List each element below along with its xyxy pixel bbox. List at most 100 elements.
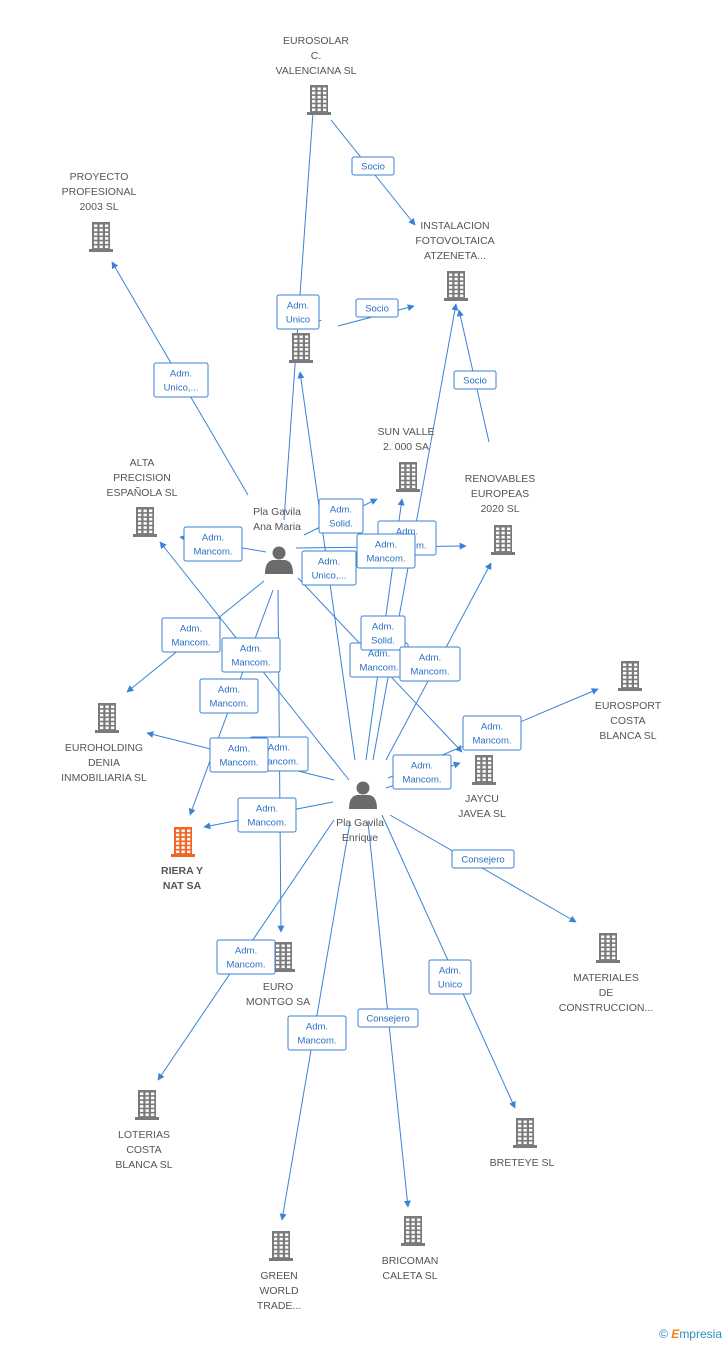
edge-label-ana-to-sunvalle[interactable]: Adm. Solid. — [318, 498, 364, 534]
edge-label-renovables-to-instalacion[interactable]: Socio — [453, 370, 497, 390]
node-sunvalle[interactable]: SUN VALLE 2. 000 SA — [378, 426, 435, 492]
node-label-line: RIERA Y — [161, 865, 203, 877]
edge-label-line: Adm. — [396, 527, 418, 538]
edge-label-enrique-to-jaycu[interactable]: Adm.Mancom. — [392, 754, 452, 790]
edge-label-line: Adm. — [318, 557, 340, 568]
node-label-line: BLANCA SL — [599, 730, 656, 742]
edge-label-enrique-to-green[interactable]: Adm.Mancom. — [287, 1015, 347, 1051]
edge-label-ana-to-euroholding[interactable]: Adm.Mancom. — [161, 617, 221, 653]
node-label-line: BRETEYE SL — [490, 1157, 555, 1169]
edge-label-solpropia-to-instalacion[interactable]: Socio — [355, 298, 399, 318]
edge-label-line: Unico — [286, 315, 310, 326]
edge-label-enrique-to-renovables[interactable]: Adm.Mancom. — [399, 646, 461, 682]
edge-label-enrique-to-loterias[interactable]: Adm.Mancom. — [216, 939, 276, 975]
edge-label-line: Mancom. — [219, 758, 258, 769]
node-label-line: COSTA — [610, 715, 645, 727]
brand-initial: E — [671, 1327, 680, 1341]
node-label-line: FOTOVOLTAICA — [415, 235, 494, 247]
edge-label-line: Adm. — [419, 653, 441, 664]
node-instalacion[interactable]: INSTALACIONFOTOVOLTAICAATZENETA... — [415, 220, 495, 301]
node-label-line: BRICOMAN — [382, 1255, 439, 1267]
node-label-line: EUROPEAS — [471, 488, 529, 500]
building-icon — [401, 1216, 425, 1246]
edge-label-ana-to-proyecto[interactable]: Adm. Unico,... — [153, 362, 209, 398]
node-breteye[interactable]: BRETEYE SL — [490, 1118, 555, 1169]
node-bricoman[interactable]: BRICOMAN CALETA SL — [382, 1216, 439, 1282]
node-label-line: ALTA — [130, 457, 155, 469]
edge-label-enrique-to-eurosport[interactable]: Adm.Mancom. — [462, 715, 522, 751]
node-label-line: 2. 000 SA — [383, 441, 429, 453]
node-green[interactable]: GREENWORLDTRADE... — [257, 1231, 301, 1312]
edge-label-line: Adm. — [268, 743, 290, 754]
edge-label-line: Adm. — [170, 369, 192, 380]
building-icon — [444, 271, 468, 301]
edge-label-line: Adm. — [235, 946, 257, 957]
edge-label-ana-to-riera[interactable]: Adm.Mancom. — [221, 637, 281, 673]
node-label-line: BLANCA SL — [115, 1159, 172, 1171]
node-label-line: GREEN — [260, 1270, 297, 1282]
edge-label-line: Adm. — [202, 533, 224, 544]
edge-label-line: Adm. — [411, 761, 433, 772]
edge-label-box — [356, 533, 416, 569]
edge-label-line: Adm. — [287, 301, 309, 312]
edge-label-box — [392, 754, 452, 790]
building-icon — [491, 525, 515, 555]
edge-label-box — [183, 526, 243, 562]
node-materiales[interactable]: MATERIALESDECONSTRUCCION... — [559, 933, 654, 1014]
building-icon — [596, 933, 620, 963]
edge-label-line: Mancom. — [472, 736, 511, 747]
edge-label-enrique-to-alta[interactable]: Adm.Mancom. — [199, 678, 259, 714]
node-label-line: LOTERIAS — [118, 1129, 170, 1141]
edge-label-box — [462, 715, 522, 751]
node-label-line: RENOVABLES — [465, 473, 535, 485]
edge-label-line: Adm. — [218, 685, 240, 696]
edge-label-line: Socio — [463, 376, 487, 387]
edge-label-enrique-to-bricoman[interactable]: Consejero — [357, 1008, 419, 1028]
edge-label-enrique-to-instalacion[interactable]: Adm.Mancom. — [356, 533, 416, 569]
edge-label-line: Consejero — [366, 1014, 409, 1025]
node-loterias[interactable]: LOTERIAS COSTA BLANCA SL — [115, 1090, 173, 1171]
node-label-line: SUN VALLE — [378, 426, 435, 438]
edge-label-eurosolar-to-instalacion[interactable]: Socio — [351, 156, 395, 176]
edge-label-enrique-to-solpropia[interactable]: Adm.Unico,... — [301, 550, 357, 586]
edge-label-ana-to-alta[interactable]: Adm.Mancom. — [183, 526, 243, 562]
node-label-line: EURO — [263, 981, 293, 993]
edge-label-line: Mancom. — [297, 1036, 336, 1047]
edge-label-enrique-to-breteye[interactable]: Adm.Unico — [428, 959, 472, 995]
node-label-line: 2003 SL — [79, 201, 118, 213]
edge-label-line: Solid. — [329, 519, 353, 530]
edge-label-line: Mancom. — [171, 638, 210, 649]
edge-label-line: Adm. — [330, 505, 352, 516]
edge-label-ana-to-eurosolar[interactable]: Adm. Unico — [276, 294, 320, 330]
edge-label-ana-to-jaycu[interactable]: Adm.Mancom. — [349, 642, 409, 678]
node-label-line: COSTA — [126, 1144, 161, 1156]
edge-label-enrique-to-materiales[interactable]: Consejero — [451, 849, 515, 869]
edge-label-line: Adm. — [368, 649, 390, 660]
node-label-line: CONSTRUCCION... — [559, 1002, 654, 1014]
edge-label-enrique-to-euroholding[interactable]: Adm.Mancom. — [209, 737, 269, 773]
edge-label-line: Solid. — [371, 636, 395, 647]
edge-label-enrique-to-riera[interactable]: Adm.Mancom. — [237, 797, 297, 833]
node-label-line: INSTALACION — [420, 220, 489, 232]
edge-label-enrique-to-sunvalle[interactable]: Adm.Solid. — [360, 615, 406, 651]
node-label-line: ESPAÑOLA SL — [106, 486, 177, 499]
node-label-line: CALETA SL — [382, 1270, 437, 1282]
edge-label-box — [237, 797, 297, 833]
edge-label-box — [399, 646, 461, 682]
edge-label-box — [153, 362, 209, 398]
edge-label-line: Unico,... — [164, 383, 199, 394]
building-icon — [135, 1090, 159, 1120]
edge-label-line: Unico — [438, 980, 462, 991]
edge-label-box — [318, 498, 364, 534]
